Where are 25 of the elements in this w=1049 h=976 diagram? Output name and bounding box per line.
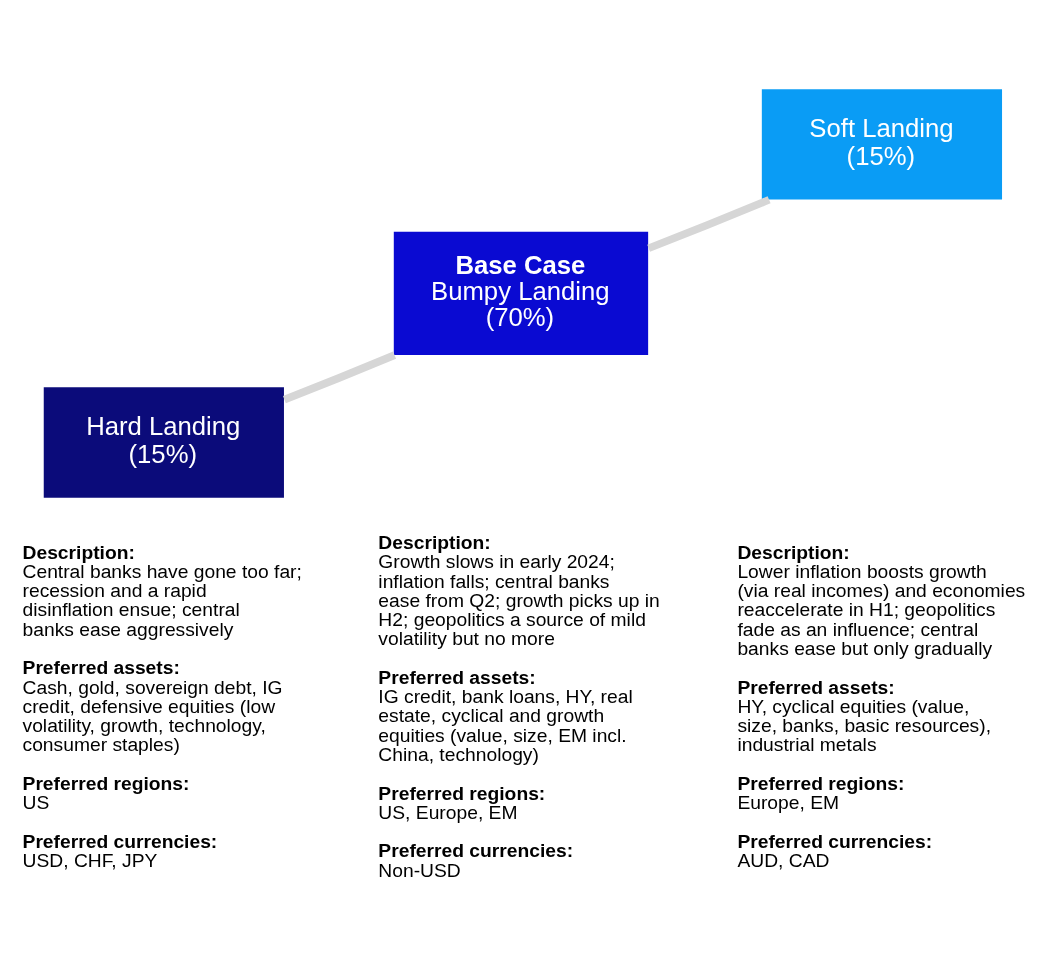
node-label: Preferred currencies: [22, 830, 218, 852]
node-label: Preferred regions: [737, 772, 905, 794]
node-box: Hard Landing (15%) [43, 387, 284, 498]
connector [647, 196, 771, 252]
node-label: IG credit, bank loans, HY, real estate, cyclical and growth equities (value, size, EM incl. China, technology) [378, 686, 633, 765]
node-label: Preferred assets: [737, 676, 895, 698]
node-label: Preferred assets: [378, 666, 536, 688]
node-label: Cash, gold, sovereign debt, IG credit, defensive equities (low volatility, growth, technology, consumer staples) [22, 676, 283, 756]
node-label: Description: [22, 541, 135, 563]
node-label: AUD, CAD [737, 849, 830, 871]
node-box: Soft Landing (15%) [761, 89, 1003, 200]
node-label: Preferred regions: [378, 782, 546, 804]
node-label: Europe, EM [737, 792, 840, 814]
node-label: USD, CHF, JPY [22, 849, 158, 871]
node-label: Preferred assets: [22, 657, 180, 679]
node-label: US [22, 792, 50, 814]
connector [283, 351, 397, 404]
node-label: HY, cyclical equities (value, size, banks, basic resources), industrial metals [737, 695, 991, 756]
node-label: Preferred regions: [22, 772, 190, 794]
node-box: Base Case Bumpy Landing (70%) [393, 231, 649, 356]
node-label: Description: [378, 532, 491, 554]
node-label: Preferred currencies: [378, 840, 574, 862]
node-label: Non-USD [378, 859, 461, 881]
node-label: Preferred currencies: [737, 830, 933, 852]
node-label: Description: [737, 541, 850, 563]
